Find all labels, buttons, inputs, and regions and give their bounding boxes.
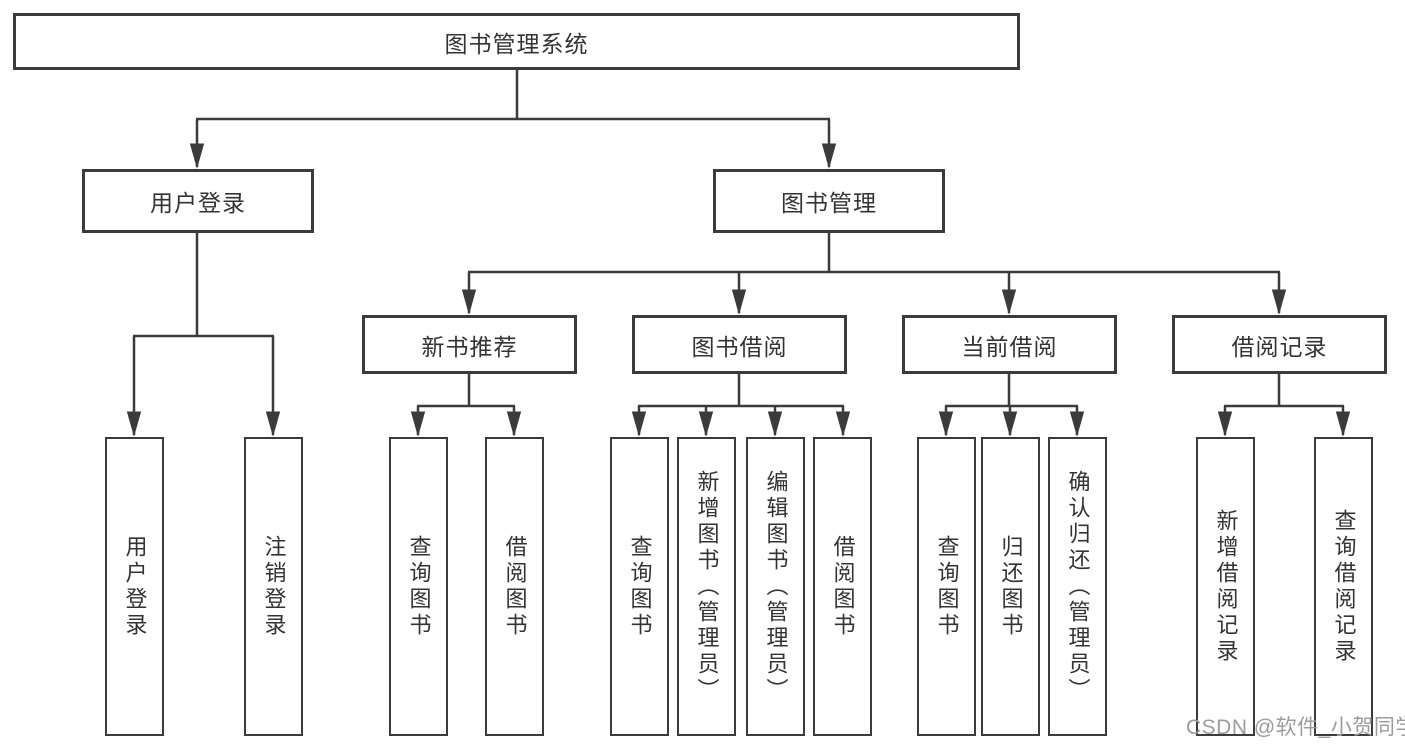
leaf-borrow-books-borrowing: 借阅图书 [813, 437, 872, 736]
node-label: 图书管理 [781, 190, 877, 216]
node-book-management: 图书管理 [713, 169, 945, 233]
leaf-add-books-admin: 新增图书（管理员） [677, 437, 736, 736]
leaf-user-login: 用户登录 [105, 437, 164, 736]
leaf-confirm-return-admin: 确认归还（管理员） [1048, 437, 1107, 736]
node-label: 图书管理系统 [444, 30, 589, 57]
node-new-book-recommendation: 新书推荐 [362, 315, 577, 374]
leaf-logout: 注销登录 [244, 437, 303, 736]
node-label: 新增图书（管理员） [694, 469, 720, 704]
node-label: 查询图书 [934, 534, 960, 639]
node-library-management-system: 图书管理系统 [13, 13, 1020, 70]
node-label: 注销登录 [261, 534, 287, 639]
node-label: 查询借阅记录 [1331, 508, 1357, 665]
node-book-borrowing: 图书借阅 [632, 315, 847, 374]
node-borrowing-records: 借阅记录 [1172, 315, 1387, 374]
node-label: 新书推荐 [421, 333, 518, 360]
node-label: 确认归还（管理员） [1065, 469, 1091, 704]
leaf-add-borrow-record: 新增借阅记录 [1196, 437, 1255, 736]
node-label: 查询图书 [627, 534, 653, 639]
node-label: 查询图书 [406, 534, 432, 639]
node-current-borrowing: 当前借阅 [902, 315, 1117, 374]
node-label: 借阅图书 [502, 534, 528, 639]
leaf-query-borrow-record: 查询借阅记录 [1314, 437, 1373, 736]
node-label: 借阅记录 [1231, 333, 1328, 360]
leaf-query-books-borrowing: 查询图书 [610, 437, 669, 736]
watermark-text: CSDN @软件_小贺同学 [1186, 716, 1405, 739]
node-label: 新增借阅记录 [1213, 508, 1239, 665]
leaf-query-books-recommend: 查询图书 [389, 437, 448, 736]
node-label: 用户登录 [150, 190, 246, 216]
leaf-query-books-current: 查询图书 [917, 437, 976, 736]
node-label: 当前借阅 [961, 333, 1058, 360]
node-user-login: 用户登录 [82, 169, 314, 233]
node-label: 归还图书 [998, 534, 1024, 639]
node-label: 图书借阅 [691, 333, 788, 360]
leaf-edit-books-admin: 编辑图书（管理员） [746, 437, 805, 736]
leaf-return-books: 归还图书 [981, 437, 1040, 736]
leaf-borrow-books-recommend: 借阅图书 [485, 437, 544, 736]
node-label: 用户登录 [122, 534, 148, 639]
node-label: 编辑图书（管理员） [763, 469, 789, 704]
node-label: 借阅图书 [830, 534, 856, 639]
